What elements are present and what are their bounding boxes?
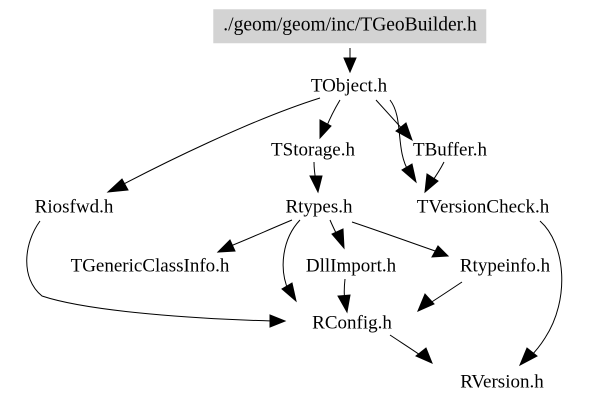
edge-rtypes-to-rconfig <box>282 219 301 293</box>
edge-rtypes-to-tgeneric <box>227 219 293 248</box>
node-tobject[interactable]: TObject.h <box>310 75 388 97</box>
edge-riosfwd-to-rconfig <box>26 220 273 322</box>
arrowhead-tobject-to-riosfwd <box>106 178 129 193</box>
arrowhead-rtypes-to-rtypeinfo <box>431 245 450 258</box>
arrowhead-rconfig-to-rversion <box>415 347 433 364</box>
edge-tobject-to-riosfwd <box>119 97 321 187</box>
edge-tobject-to-tstorage <box>325 99 341 129</box>
node-tstorage[interactable]: TStorage.h <box>271 139 355 161</box>
edge-rconfig-to-rversion <box>389 334 424 358</box>
node-rversion[interactable]: RVersion.h <box>460 371 544 393</box>
node-tgeneric[interactable]: TGenericClassInfo.h <box>70 255 230 277</box>
arrowhead-tstorage-to-rtypes <box>309 175 323 194</box>
node-rtypes[interactable]: Rtypes.h <box>285 196 353 218</box>
arrowhead-tobject-to-tversion <box>401 163 417 184</box>
node-rconfig[interactable]: RConfig.h <box>312 312 392 334</box>
arrowhead-tobject-to-tbuffer <box>395 122 413 142</box>
arrowhead-rtypes-to-dllimport <box>331 228 345 250</box>
arrowhead-riosfwd-to-rconfig <box>269 314 287 328</box>
arrowhead-rtypes-to-tgeneric <box>216 239 236 253</box>
arrowhead-dllimport-to-rconfig <box>337 294 351 314</box>
node-riosfwd[interactable]: Riosfwd.h <box>34 196 114 218</box>
edge-rtypes-to-rtypeinfo <box>351 221 439 253</box>
arrowhead-root-to-tobject <box>343 57 357 74</box>
edge-tobject-to-tversion <box>389 99 410 173</box>
node-tversion[interactable]: TVersionCheck.h <box>416 196 550 218</box>
node-tbuffer[interactable]: TBuffer.h <box>412 139 488 161</box>
arrowhead-rtypeinfo-to-rconfig <box>417 293 435 312</box>
edge-tversion-to-rversion <box>528 220 563 359</box>
arrowhead-tobject-to-tstorage <box>319 119 332 140</box>
arrowhead-tbuffer-to-tversion <box>424 173 439 194</box>
node-root[interactable]: ./geom/geom/inc/TGeoBuilder.h <box>213 9 487 43</box>
node-rtypeinfo[interactable]: Rtypeinfo.h <box>459 255 551 277</box>
node-dllimport[interactable]: DllImport.h <box>305 255 397 277</box>
arrowhead-tversion-to-rversion <box>519 347 538 367</box>
arrowhead-rtypes-to-rconfig <box>281 282 297 303</box>
